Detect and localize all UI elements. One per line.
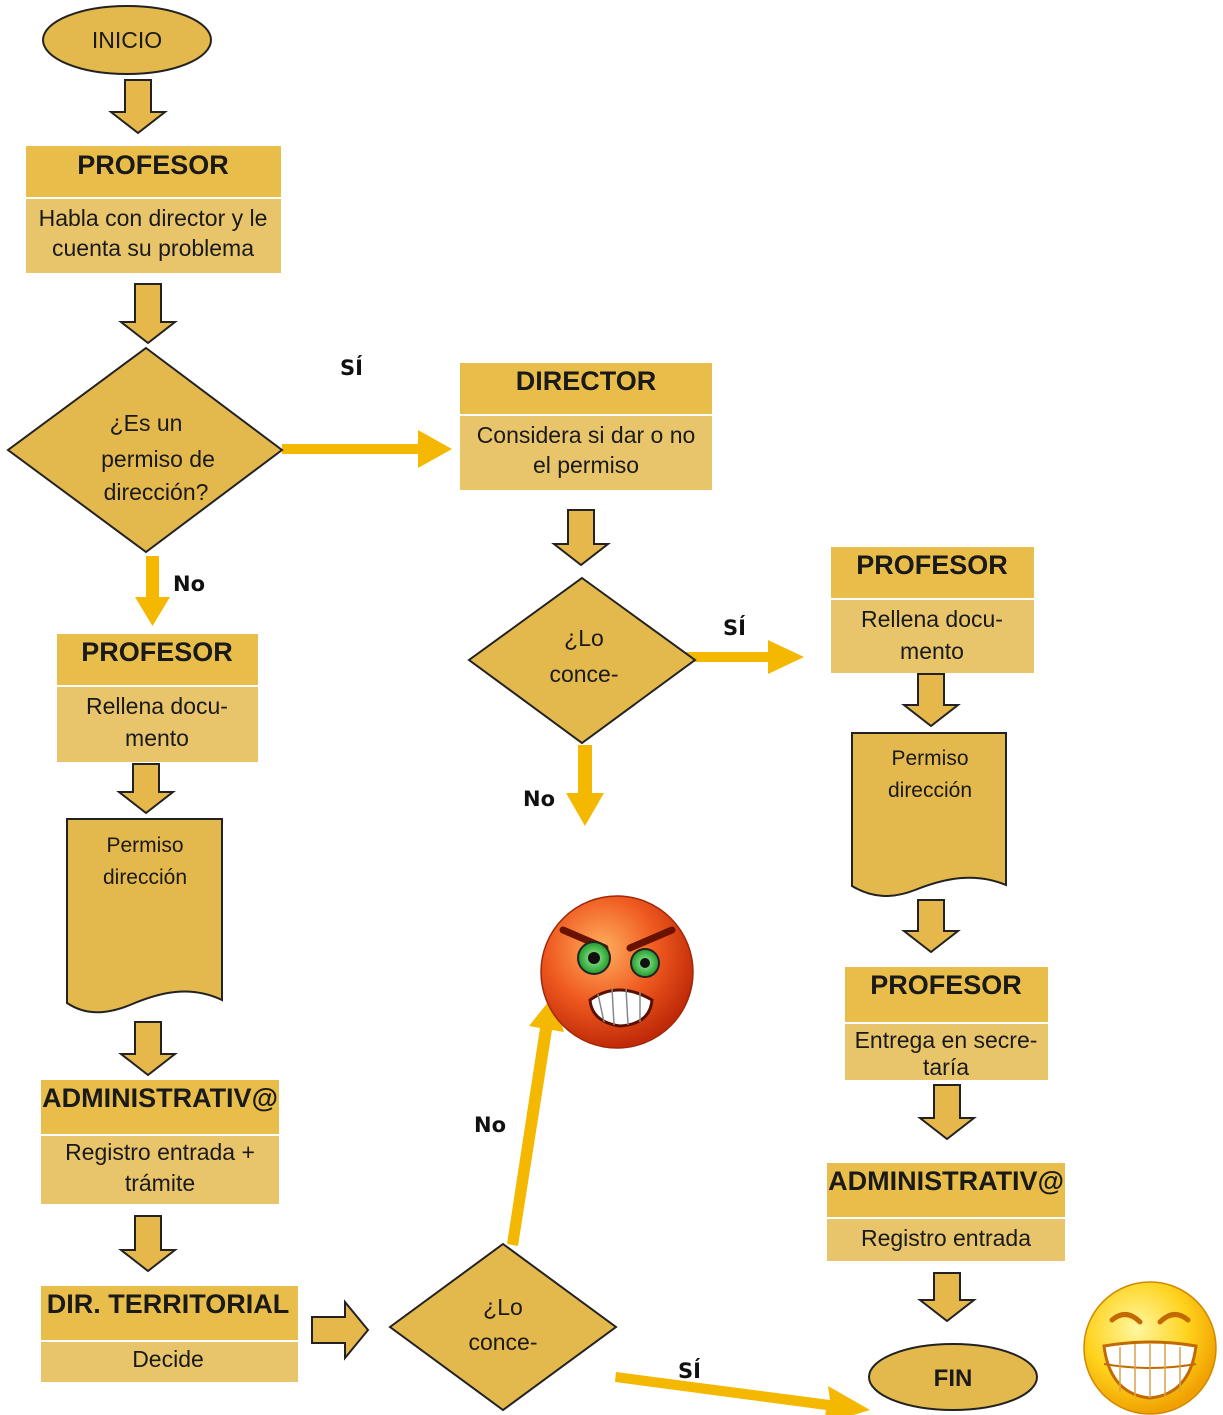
process-box-profesor-4: PROFESOR Entrega en secre- taría (845, 967, 1048, 1080)
process-box-profesor-1: PROFESOR Habla con director y le cuenta … (26, 146, 281, 273)
edge-label-no: No (173, 572, 205, 596)
decision-text: permiso de (101, 446, 215, 472)
box-title: PROFESOR (81, 637, 233, 667)
decision-permiso-direccion: ¿Es un permiso de dirección? (6, 346, 284, 554)
decision-concede-director: ¿Lo conce- (467, 576, 697, 745)
start-terminator: INICIO (42, 5, 212, 75)
process-box-dir-territorial: DIR. TERRITORIAL Decide (41, 1286, 298, 1382)
box-text: Considera si dar o no (477, 422, 696, 448)
angry-face-icon (540, 895, 694, 1049)
decision-concede-territorial: ¿Lo conce- (388, 1242, 618, 1412)
edge-label-si: SÍ (678, 1358, 701, 1383)
end-terminator: FIN (868, 1343, 1038, 1411)
box-text: Registro entrada (861, 1225, 1031, 1251)
process-box-profesor-2: PROFESOR Rellena docu- mento (57, 634, 258, 762)
box-title: PROFESOR (77, 150, 229, 180)
connector-arrow (668, 640, 804, 674)
box-text: Decide (132, 1346, 204, 1372)
edge-label-si: SÍ (723, 615, 746, 640)
box-text: cuenta su problema (52, 235, 254, 261)
start-label: INICIO (92, 27, 162, 53)
process-box-administrativo-2: ADMINISTRATIV@ Registro entrada (827, 1163, 1065, 1261)
block-arrow-right (311, 1299, 370, 1361)
block-arrow (551, 509, 611, 567)
end-label: FIN (934, 1365, 973, 1392)
block-arrow (901, 673, 961, 728)
block-arrow (917, 1272, 977, 1323)
box-text: Habla con director y le (39, 205, 268, 231)
box-text: mento (900, 638, 964, 664)
connector-arrow (282, 430, 452, 468)
document-permiso-right: Permiso dirección (851, 732, 1007, 897)
process-box-profesor-3: PROFESOR Rellena docu- mento (831, 547, 1034, 673)
box-title: DIR. TERRITORIAL (47, 1289, 290, 1319)
edge-label-no: No (474, 1113, 506, 1137)
box-text: trámite (125, 1170, 195, 1196)
connector-arrow (507, 996, 564, 1246)
document-text: dirección (888, 779, 972, 802)
box-text: Entrega en secre- (855, 1027, 1038, 1053)
block-arrow (118, 1021, 178, 1077)
box-text: Rellena docu- (861, 606, 1003, 632)
box-text: Rellena docu- (86, 693, 228, 719)
document-text: dirección (103, 866, 187, 889)
box-title: ADMINISTRATIV@ (828, 1166, 1064, 1196)
block-arrow (917, 1084, 977, 1141)
block-arrow (108, 79, 168, 135)
document-text: Permiso (891, 747, 968, 770)
decision-text: ¿Es un (110, 410, 183, 436)
block-arrow (118, 283, 178, 345)
box-text: taría (923, 1054, 969, 1080)
box-text: Registro entrada + (65, 1139, 255, 1165)
box-text: mento (125, 725, 189, 751)
document-text: Permiso (106, 834, 183, 857)
document-permiso-left: Permiso dirección (66, 818, 223, 1014)
decision-text: ¿Lo (564, 625, 604, 651)
connector-arrow (135, 556, 170, 626)
box-title: PROFESOR (856, 550, 1008, 580)
process-box-director: DIRECTOR Considera si dar o no el permis… (460, 363, 712, 490)
box-title: DIRECTOR (516, 366, 657, 396)
block-arrow (116, 763, 176, 815)
laughing-face-icon (1083, 1281, 1217, 1415)
box-title: PROFESOR (870, 970, 1022, 1000)
decision-text: conce- (549, 661, 618, 687)
decision-text: dirección? (104, 479, 209, 505)
block-arrow (118, 1215, 178, 1273)
decision-text: conce- (468, 1329, 537, 1355)
connector-arrow (615, 1372, 870, 1415)
block-arrow (901, 899, 961, 954)
process-box-administrativo-1: ADMINISTRATIV@ Registro entrada + trámit… (41, 1080, 279, 1204)
connector-arrow (566, 745, 604, 826)
box-text: el permiso (533, 452, 639, 478)
edge-label-si: SÍ (340, 355, 363, 380)
edge-label-no: No (523, 787, 555, 811)
decision-text: ¿Lo (483, 1294, 523, 1320)
box-title: ADMINISTRATIV@ (42, 1083, 278, 1113)
